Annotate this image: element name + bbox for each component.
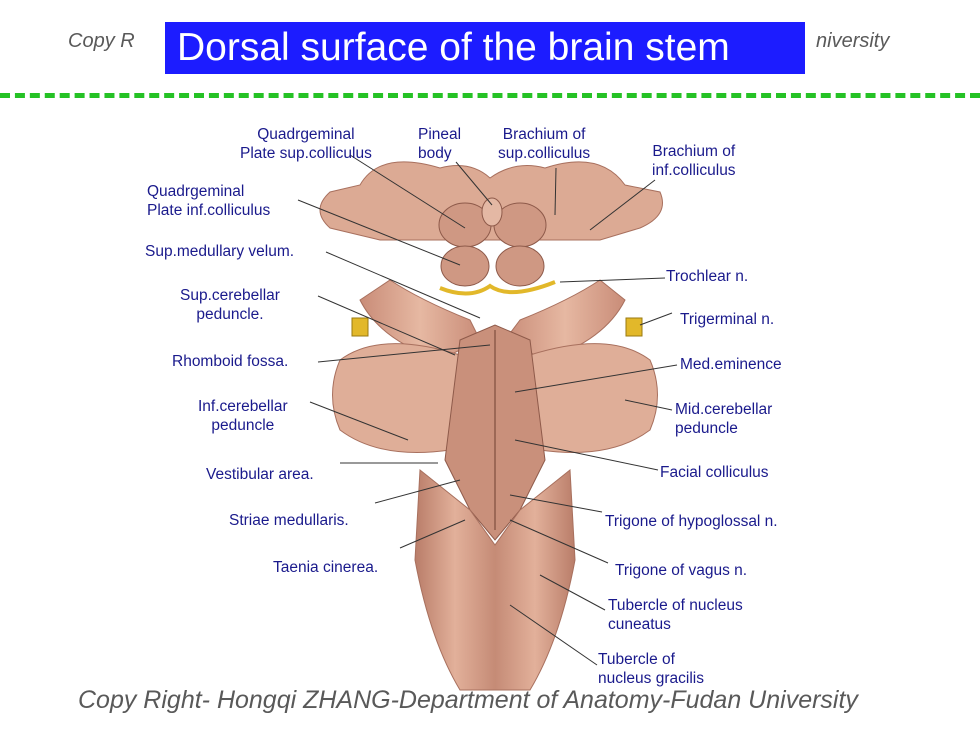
copyright-top-left: Copy R bbox=[68, 30, 135, 52]
label-brachium-inf-l2: inf.colliculus bbox=[652, 162, 736, 179]
label-tubercle-cuneatus-l1: Tubercle of nucleus bbox=[608, 597, 743, 614]
copyright-bottom: Copy Right- Hongqi ZHANG-Department of A… bbox=[78, 686, 858, 714]
label-striae-medullaris: Striae medullaris. bbox=[229, 512, 349, 529]
label-brachium-sup-l2: sup.colliculus bbox=[498, 145, 591, 162]
copyright-top-right: niversity bbox=[816, 30, 890, 52]
label-pineal-l2: body bbox=[418, 145, 452, 162]
label-brachium-inf-l1: Brachium of bbox=[652, 143, 736, 160]
label-inf-cerebellar-peduncle: Inf.cerebellar peduncle bbox=[198, 397, 288, 435]
label-quadrigeminal-inf: Quadrgeminal Plate inf.colliculus bbox=[147, 182, 270, 220]
label-tubercle-cuneatus: Tubercle of nucleus cuneatus bbox=[608, 596, 743, 634]
label-quadrigeminal-sup-l1: Quadrgeminal bbox=[257, 126, 355, 143]
label-brachium-inf: Brachium of inf.colliculus bbox=[652, 142, 736, 180]
label-tubercle-gracilis: Tubercle of nucleus gracilis bbox=[598, 650, 704, 688]
label-mid-cerebellar-peduncle: Mid.cerebellar peduncle bbox=[675, 400, 772, 438]
label-quadrigeminal-inf-l1: Quadrgeminal bbox=[147, 183, 245, 200]
copyright-top: Copy R niversity bbox=[68, 30, 928, 53]
label-quadrigeminal-sup: Quadrgeminal Plate sup.colliculus bbox=[240, 125, 372, 163]
label-tubercle-gracilis-l2: nucleus gracilis bbox=[598, 670, 704, 687]
label-trigone-hypoglossal: Trigone of hypoglossal n. bbox=[605, 513, 778, 530]
label-inf-cerebellar-l2: peduncle bbox=[211, 417, 275, 434]
label-inf-cerebellar-l1: Inf.cerebellar bbox=[198, 398, 288, 415]
label-brachium-sup: Brachium of sup.colliculus bbox=[498, 125, 590, 163]
slide-title: Dorsal surface of the brain stem bbox=[165, 22, 805, 74]
label-facial-colliculus: Facial colliculus bbox=[660, 464, 769, 481]
label-tubercle-gracilis-l1: Tubercle of bbox=[598, 651, 675, 668]
label-mid-cerebellar-l2: peduncle bbox=[675, 420, 738, 437]
label-mid-cerebellar-l1: Mid.cerebellar bbox=[675, 401, 773, 418]
label-pineal-l1: Pineal bbox=[418, 126, 462, 143]
label-sup-cerebellar-l2: peduncle. bbox=[196, 306, 264, 323]
label-sup-medullary-velum: Sup.medullary velum. bbox=[145, 243, 295, 260]
label-taenia-cinerea: Taenia cinerea. bbox=[273, 559, 379, 576]
label-trigone-vagus: Trigone of vagus n. bbox=[615, 562, 748, 579]
label-sup-cerebellar-peduncle: Sup.cerebellar peduncle. bbox=[180, 286, 280, 324]
label-trochlear-nerve: Trochlear n. bbox=[666, 268, 749, 285]
label-quadrigeminal-inf-l2: Plate inf.colliculus bbox=[147, 202, 271, 219]
label-brachium-sup-l1: Brachium of bbox=[502, 126, 586, 143]
label-quadrigeminal-sup-l2: Plate sup.colliculus bbox=[240, 145, 372, 162]
label-sup-cerebellar-l1: Sup.cerebellar bbox=[180, 287, 280, 304]
label-pineal-body: Pineal body bbox=[418, 125, 461, 163]
label-tubercle-cuneatus-l2: cuneatus bbox=[608, 616, 671, 633]
label-rhomboid-fossa: Rhomboid fossa. bbox=[172, 353, 289, 370]
label-trigeminal-nerve: Trigerminal n. bbox=[680, 311, 775, 328]
label-vestibular-area: Vestibular area. bbox=[206, 466, 314, 483]
label-med-eminence: Med.eminence bbox=[680, 356, 782, 373]
dashed-divider bbox=[0, 93, 980, 98]
